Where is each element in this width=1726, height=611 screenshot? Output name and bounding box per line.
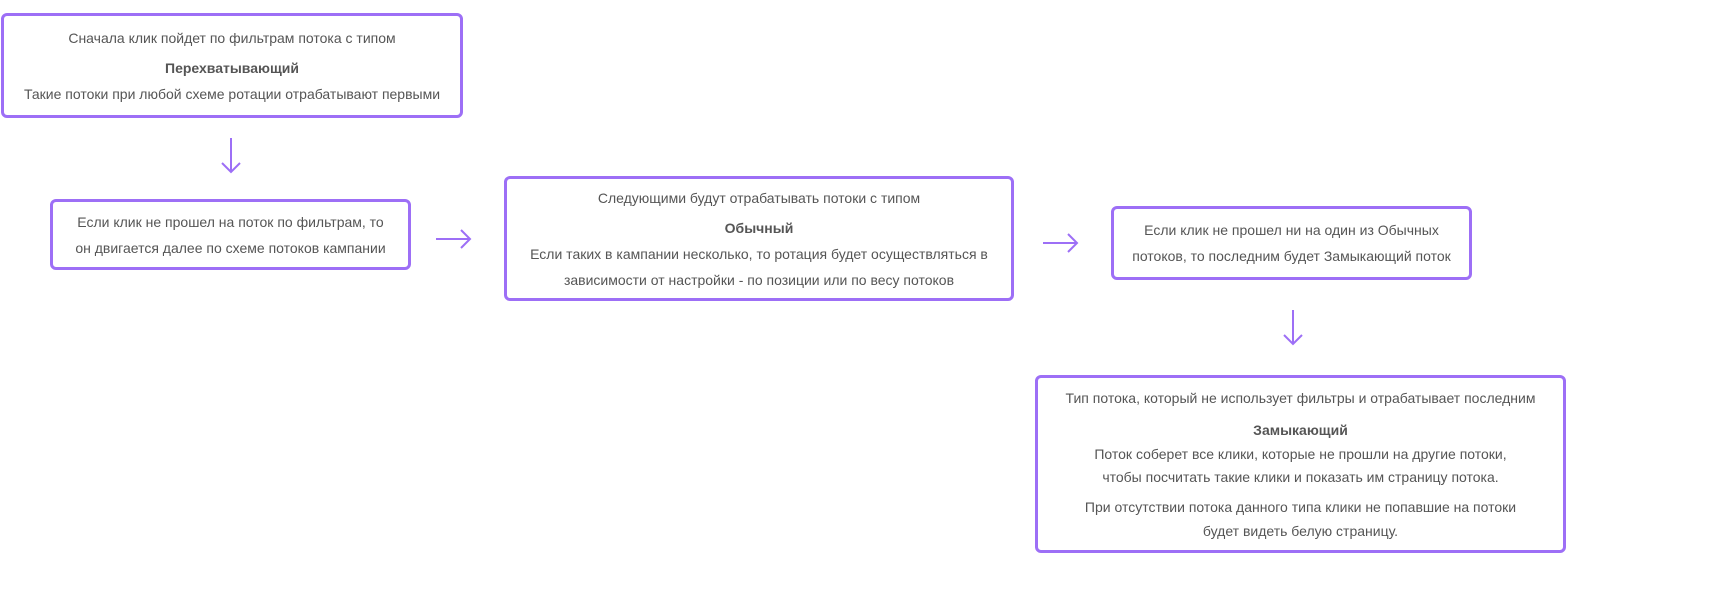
intercepting-box: Сначала клик пойдет по фильтрам потока с…: [1, 13, 463, 118]
regular-line2: зависимости от настройки - по позиции ил…: [563, 271, 955, 288]
arrow-down-icon: [221, 138, 241, 174]
arrow-right-icon: [1043, 233, 1079, 253]
last-line1: Если клик не прошел ни на один из Обычны…: [1144, 222, 1439, 238]
arrow-right-icon: [436, 229, 472, 249]
fallthrough-line1: Если клик не прошел на поток по фильтрам…: [77, 213, 384, 230]
closing-line4: будет видеть белую страницу.: [1202, 523, 1399, 539]
closing-line3: При отсутствии потока данного типа клики…: [1084, 499, 1517, 515]
fallthrough-box: Если клик не прошел на поток по фильтрам…: [50, 199, 411, 270]
regular-line1: Если таких в кампании несколько, то рота…: [530, 245, 988, 262]
intercepting-intro: Сначала клик пойдет по фильтрам потока с…: [68, 29, 396, 46]
regular-box: Следующими будут отрабатывать потоки с т…: [504, 176, 1014, 301]
last-line2: потоков, то последним будет Замыкающий п…: [1132, 248, 1451, 264]
closing-box: Тип потока, который не использует фильтр…: [1035, 375, 1566, 553]
arrow-down-icon: [1283, 310, 1303, 346]
closing-line2: чтобы посчитать такие клики и показать и…: [1102, 469, 1499, 485]
closing-line1: Поток соберет все клики, которые не прош…: [1094, 446, 1507, 462]
intercepting-desc: Такие потоки при любой схеме ротации отр…: [23, 85, 441, 102]
intercepting-type: Перехватывающий: [165, 59, 299, 76]
regular-intro: Следующими будут отрабатывать потоки с т…: [597, 189, 921, 206]
last-box: Если клик не прошел ни на один из Обычны…: [1111, 206, 1472, 280]
fallthrough-line2: он двигается далее по схеме потоков камп…: [75, 239, 386, 256]
closing-type: Замыкающий: [1253, 422, 1348, 438]
regular-type: Обычный: [724, 219, 794, 236]
closing-intro: Тип потока, который не использует фильтр…: [1065, 390, 1536, 406]
